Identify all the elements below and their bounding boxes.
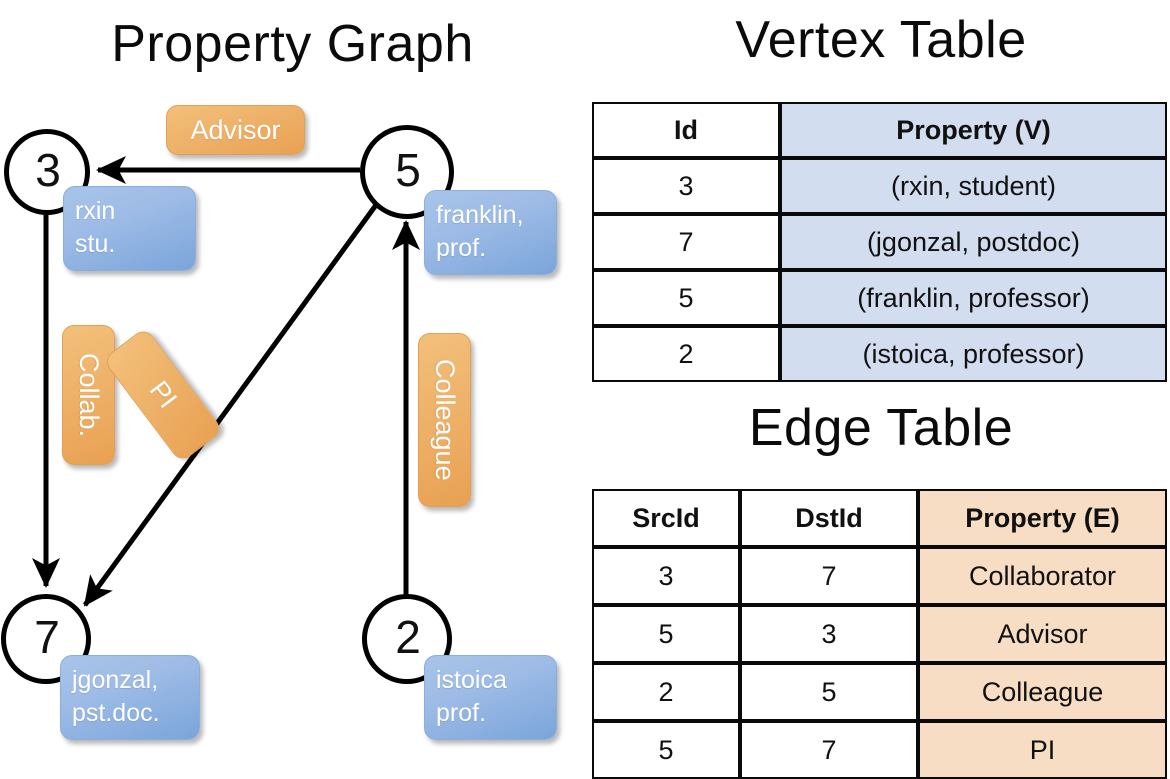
table-row[interactable]: 5 3 Advisor	[592, 605, 1167, 663]
vertex-property-box-rxin: rxin stu.	[63, 186, 196, 271]
vertex-node-5[interactable]: 5	[360, 125, 454, 219]
edge-table-cell-property: Advisor	[918, 605, 1167, 663]
vertex-property-box-franklin-text: franklin, prof.	[436, 201, 524, 262]
vertex-property-box-jgonzal-text: jgonzal, pst.doc.	[72, 666, 160, 727]
vertex-node-7-label: 7	[34, 611, 60, 663]
edge-label-box-collab: Collab.	[62, 325, 115, 465]
edge-table-cell-srcid: 3	[592, 547, 740, 605]
vertex-table-cell-id: 5	[592, 270, 780, 326]
vertex-table-cell-id: 7	[592, 214, 780, 270]
vertex-property-box-istoica: istoica prof.	[424, 655, 557, 740]
vertex-table-cell-property: (istoica, professor)	[780, 326, 1167, 382]
table-row[interactable]: 7 (jgonzal, postdoc)	[592, 214, 1167, 270]
edge-table-cell-dstid: 7	[740, 547, 918, 605]
edge-table-header-property: Property (E)	[918, 489, 1167, 547]
edge-table-cell-property: Collaborator	[918, 547, 1167, 605]
vertex-node-3-label: 3	[35, 144, 61, 196]
edge-table-cell-property: PI	[918, 721, 1167, 779]
property-graph-diagram: 3 5 7 2 rxin stu. franklin, prof. jgonza…	[0, 0, 585, 760]
vertex-table-header-row: Id Property (V)	[592, 102, 1167, 158]
edge-table-header-srcid: SrcId	[592, 489, 740, 547]
vertex-node-2-label: 2	[395, 611, 421, 663]
edge-label-box-colleague: Colleague	[418, 333, 471, 507]
vertex-node-5-label: 5	[395, 144, 421, 196]
page-title-property-graph: Property Graph	[111, 15, 474, 73]
edge-table-cell-srcid: 5	[592, 605, 740, 663]
edge-label-box-advisor: Advisor	[166, 105, 305, 155]
edge-table-cell-srcid: 5	[592, 721, 740, 779]
table-row[interactable]: 2 (istoica, professor)	[592, 326, 1167, 382]
table-row[interactable]: 3 (rxin, student)	[592, 158, 1167, 214]
edge-table-header-row: SrcId DstId Property (E)	[592, 489, 1167, 547]
vertex-table-cell-property: (jgonzal, postdoc)	[780, 214, 1167, 270]
vertex-table-cell-id: 3	[592, 158, 780, 214]
edge-table-cell-dstid: 3	[740, 605, 918, 663]
vertex-table-cell-id: 2	[592, 326, 780, 382]
edge-table-cell-property: Colleague	[918, 663, 1167, 721]
table-row[interactable]: 5 7 PI	[592, 721, 1167, 779]
vertex-table: Id Property (V) 3 (rxin, student) 7 (jgo…	[592, 102, 1167, 382]
vertex-table-header-property: Property (V)	[780, 102, 1167, 158]
edge-table-header-dstid: DstId	[740, 489, 918, 547]
edge-label-box-advisor-text: Advisor	[190, 114, 281, 145]
vertex-table-cell-property: (franklin, professor)	[780, 270, 1167, 326]
edge-table: SrcId DstId Property (E) 3 7 Collaborato…	[592, 489, 1167, 779]
vertex-property-box-franklin: franklin, prof.	[424, 190, 557, 275]
graph-edges-layer	[32, 156, 420, 607]
edge-table-cell-dstid: 5	[740, 663, 918, 721]
section-title-vertex-table: Vertex Table	[735, 11, 1027, 69]
section-title-edge-table: Edge Table	[748, 399, 1014, 457]
vertex-property-box-jgonzal: jgonzal, pst.doc.	[60, 655, 200, 740]
vertex-table-cell-property: (rxin, student)	[780, 158, 1167, 214]
table-row[interactable]: 2 5 Colleague	[592, 663, 1167, 721]
edge-label-box-collab-text: Collab.	[74, 352, 104, 438]
table-row[interactable]: 5 (franklin, professor)	[592, 270, 1167, 326]
edge-table-cell-dstid: 7	[740, 721, 918, 779]
edge-5-to-7	[82, 203, 379, 607]
edge-label-box-colleague-text: Colleague	[430, 359, 460, 481]
vertex-property-box-istoica-text: istoica prof.	[436, 666, 507, 727]
edge-table-cell-srcid: 2	[592, 663, 740, 721]
vertex-node-2[interactable]: 2	[362, 594, 452, 684]
vertex-property-box-rxin-text: rxin stu.	[75, 197, 116, 258]
vertex-table-header-id: Id	[592, 102, 780, 158]
table-row[interactable]: 3 7 Collaborator	[592, 547, 1167, 605]
